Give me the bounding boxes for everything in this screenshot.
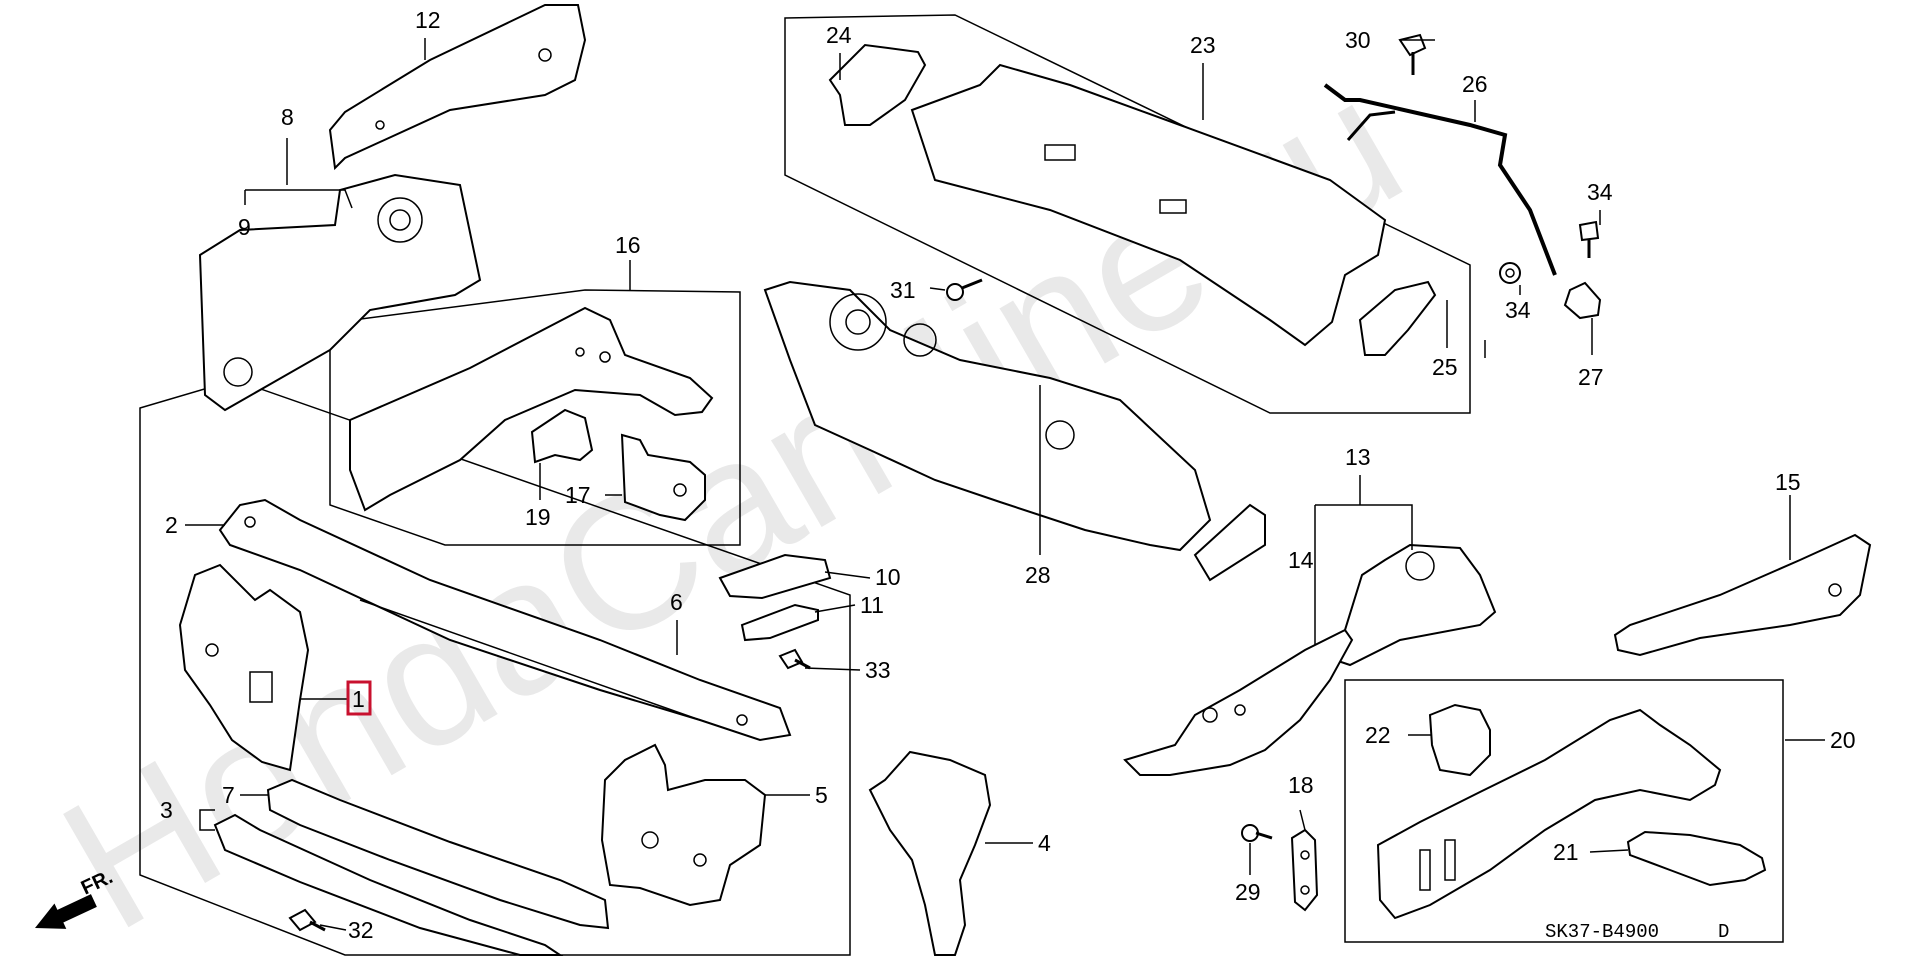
label-5[interactable]: 5 <box>815 782 828 808</box>
label-13[interactable]: 13 <box>1345 444 1371 470</box>
label-16[interactable]: 16 <box>615 232 641 258</box>
part-3-shape <box>213 813 564 956</box>
part-34-nut-shape <box>1499 262 1521 284</box>
label-8[interactable]: 8 <box>281 104 294 130</box>
part-15-shape <box>1613 533 1872 657</box>
dashboard-upper-group-box <box>784 14 1471 414</box>
front-arrow <box>35 894 97 929</box>
part-8-9-shape <box>198 173 482 412</box>
label-9[interactable]: 9 <box>238 214 251 240</box>
label-14[interactable]: 14 <box>1288 547 1314 573</box>
label-1-highlight <box>346 680 372 716</box>
part-7-shape <box>266 778 610 930</box>
part-29-shape <box>1241 824 1273 842</box>
part-4-shape <box>868 750 992 956</box>
part-16-shape <box>349 306 714 512</box>
part-19-shape <box>530 408 594 464</box>
label-6[interactable]: 6 <box>670 589 683 615</box>
label-2[interactable]: 2 <box>165 512 178 538</box>
diagram-code: SK37-B4900 <box>1545 921 1659 943</box>
label-18[interactable]: 18 <box>1288 772 1314 798</box>
label-29[interactable]: 29 <box>1235 879 1261 905</box>
frame-rear-group-box <box>1344 679 1784 943</box>
part-28-shape <box>763 280 1266 582</box>
label-32[interactable]: 32 <box>348 917 374 943</box>
part-10-shape <box>718 553 832 600</box>
part-14-shape <box>1123 628 1354 776</box>
label-20[interactable]: 20 <box>1830 727 1856 753</box>
label-22[interactable]: 22 <box>1365 722 1391 748</box>
label-21[interactable]: 21 <box>1553 839 1579 865</box>
part-25-shape <box>1358 280 1437 356</box>
label-31[interactable]: 31 <box>890 277 916 303</box>
label-30[interactable]: 30 <box>1345 27 1371 53</box>
label-11[interactable]: 11 <box>860 592 884 618</box>
label-24[interactable]: 24 <box>826 22 852 48</box>
label-25[interactable]: 25 <box>1432 354 1458 380</box>
part-11-shape <box>740 603 819 642</box>
label-34-bottom[interactable]: 34 <box>1505 297 1531 323</box>
part-30-shape <box>1398 33 1427 75</box>
leader-lines <box>185 38 1825 931</box>
label-15[interactable]: 15 <box>1775 469 1801 495</box>
part-20-shape <box>1376 708 1722 920</box>
part-6-shape <box>359 599 701 721</box>
label-19[interactable]: 19 <box>525 504 551 530</box>
part-26-shape <box>1323 83 1557 276</box>
label-12[interactable]: 12 <box>415 7 441 33</box>
part-27-shape <box>1563 281 1602 320</box>
label-28[interactable]: 28 <box>1025 562 1051 588</box>
frame-group-box <box>329 289 741 546</box>
part-12-shape <box>328 4 587 171</box>
part-5-shape <box>600 743 767 907</box>
part-24-shape <box>828 43 927 126</box>
part-21-shape <box>1626 830 1767 887</box>
label-7[interactable]: 7 <box>222 782 235 808</box>
label-33[interactable]: 33 <box>865 657 891 683</box>
part-33-shape <box>778 648 811 670</box>
front-arrow-icon <box>35 894 97 929</box>
part-13-shape <box>1333 543 1497 667</box>
label-4[interactable]: 4 <box>1038 830 1051 856</box>
part-32-shape <box>288 908 326 932</box>
label-23[interactable]: 23 <box>1190 32 1216 58</box>
part-22-shape <box>1428 703 1491 777</box>
label-10[interactable]: 10 <box>875 564 901 590</box>
label-3[interactable]: 3 <box>160 797 173 823</box>
label-1[interactable]: 1 <box>352 686 365 712</box>
part-labels: 12 8 9 16 19 17 24 23 30 26 34 34 27 25 … <box>160 7 1856 943</box>
part-1-shape <box>178 563 310 772</box>
label-26[interactable]: 26 <box>1462 71 1488 97</box>
diagram-code-suffix: D <box>1718 921 1729 943</box>
part-17-shape <box>620 433 706 522</box>
part-18-shape <box>1290 828 1319 912</box>
part-23-shape <box>910 63 1387 347</box>
part-31-shape <box>946 278 983 301</box>
label-17[interactable]: 17 <box>565 482 591 508</box>
label-27[interactable]: 27 <box>1578 364 1604 390</box>
label-34-top[interactable]: 34 <box>1587 179 1613 205</box>
part-34-bolt-shape <box>1578 220 1600 258</box>
